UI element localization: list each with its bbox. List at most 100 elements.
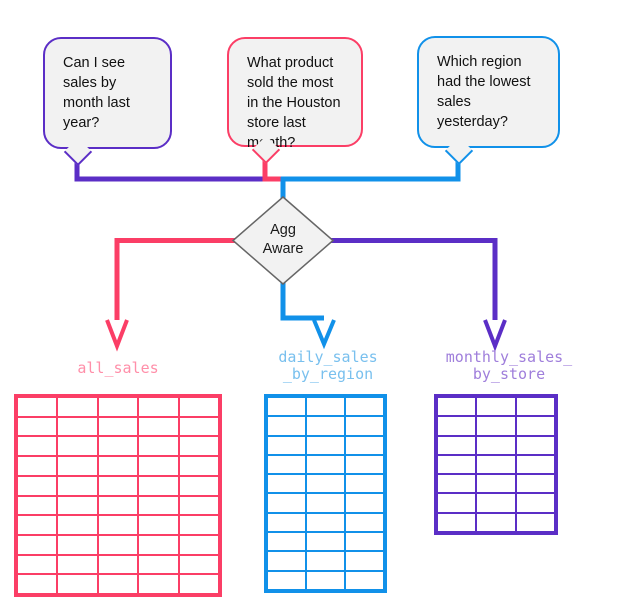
table-cell xyxy=(476,512,516,532)
table-all-sales xyxy=(14,394,222,597)
table-cell xyxy=(267,570,306,590)
table-cell xyxy=(138,574,179,594)
connector-to-monthly-sales xyxy=(330,238,498,320)
table-cell xyxy=(138,534,179,555)
table-cell xyxy=(57,554,98,575)
table-cell xyxy=(17,495,58,516)
table-cell xyxy=(178,397,219,417)
table-cell xyxy=(345,416,384,436)
table-cell xyxy=(17,515,58,535)
table-cell xyxy=(17,436,58,457)
table-cell xyxy=(17,554,58,575)
table-cell xyxy=(476,397,516,417)
table-cell xyxy=(267,474,306,494)
connector-q3 xyxy=(281,156,461,182)
table-cell xyxy=(306,416,345,436)
table-daily-sales-by-region xyxy=(264,394,387,593)
table-cell xyxy=(138,416,179,437)
table-cell xyxy=(97,554,139,575)
table-cell xyxy=(345,397,384,417)
table-cell xyxy=(437,512,477,532)
question-bubble-lowest-region: Which region had the lowest sales yester… xyxy=(417,36,560,148)
table-cell xyxy=(306,435,345,455)
table-cell xyxy=(178,456,219,476)
table-cell xyxy=(97,475,139,496)
table-cell xyxy=(97,416,139,437)
table-cell xyxy=(306,570,345,590)
table-cell xyxy=(437,397,477,417)
table-label-daily-sales: daily_sales _by_region xyxy=(278,348,378,383)
table-cell xyxy=(306,397,345,417)
question-text: Which region had the lowest sales yester… xyxy=(437,54,531,130)
table-cell xyxy=(515,416,555,436)
table-cell xyxy=(57,397,98,417)
table-cell xyxy=(476,435,516,455)
table-cell xyxy=(267,493,306,513)
table-cell xyxy=(57,574,98,594)
table-cell xyxy=(178,554,219,575)
table-cell xyxy=(345,493,384,513)
table-cell xyxy=(345,512,384,533)
table-cell xyxy=(476,454,516,475)
table-cell xyxy=(138,515,179,535)
table-cell xyxy=(515,493,555,513)
table-cell xyxy=(345,532,384,552)
table-cell xyxy=(178,534,219,555)
table-cell xyxy=(178,574,219,594)
table-monthly-sales-by-store xyxy=(434,394,558,535)
table-cell xyxy=(345,454,384,475)
table-cell xyxy=(345,570,384,590)
decision-diamond xyxy=(231,196,335,285)
table-cell xyxy=(345,435,384,455)
table-cell xyxy=(178,475,219,496)
table-cell xyxy=(17,456,58,476)
connector-to-all-sales xyxy=(114,238,236,320)
table-cell xyxy=(267,435,306,455)
table-cell xyxy=(178,416,219,437)
table-cell xyxy=(138,554,179,575)
table-cell xyxy=(17,475,58,496)
table-cell xyxy=(267,532,306,552)
table-cell xyxy=(57,515,98,535)
table-cell xyxy=(515,474,555,494)
table-cell xyxy=(97,397,139,417)
arrowhead-daily-sales xyxy=(312,319,336,350)
table-cell xyxy=(345,551,384,571)
question-text: What product sold the most in the Housto… xyxy=(247,55,341,151)
table-cell xyxy=(138,456,179,476)
table-cell xyxy=(97,515,139,535)
table-cell xyxy=(97,534,139,555)
table-cell xyxy=(138,436,179,457)
question-bubble-top-product: What product sold the most in the Housto… xyxy=(227,37,363,151)
table-cell xyxy=(306,551,345,571)
table-cell xyxy=(515,397,555,417)
question-bubble-sales-by-month: Can I see sales by month last year? xyxy=(43,37,172,149)
table-cell xyxy=(178,436,219,457)
connector-q1 xyxy=(74,157,268,182)
question-text: Can I see sales by month last year? xyxy=(63,55,130,131)
table-cell xyxy=(515,454,555,475)
table-cell xyxy=(306,454,345,475)
table-cell xyxy=(306,474,345,494)
table-cell xyxy=(437,493,477,513)
table-cell xyxy=(17,534,58,555)
table-cell xyxy=(306,493,345,513)
table-label-monthly-sales: monthly_sales_ by_store xyxy=(445,348,573,383)
table-cell xyxy=(515,435,555,455)
table-label-all-sales: all_sales xyxy=(77,359,159,377)
table-cell xyxy=(267,397,306,417)
table-cell xyxy=(178,495,219,516)
table-cell xyxy=(267,454,306,475)
table-cell xyxy=(57,495,98,516)
table-cell xyxy=(515,512,555,532)
table-cell xyxy=(57,416,98,437)
table-cell xyxy=(437,416,477,436)
table-cell xyxy=(97,495,139,516)
table-cell xyxy=(476,416,516,436)
table-cell xyxy=(178,515,219,535)
table-cell xyxy=(57,534,98,555)
table-cell xyxy=(476,493,516,513)
table-cell xyxy=(267,512,306,533)
